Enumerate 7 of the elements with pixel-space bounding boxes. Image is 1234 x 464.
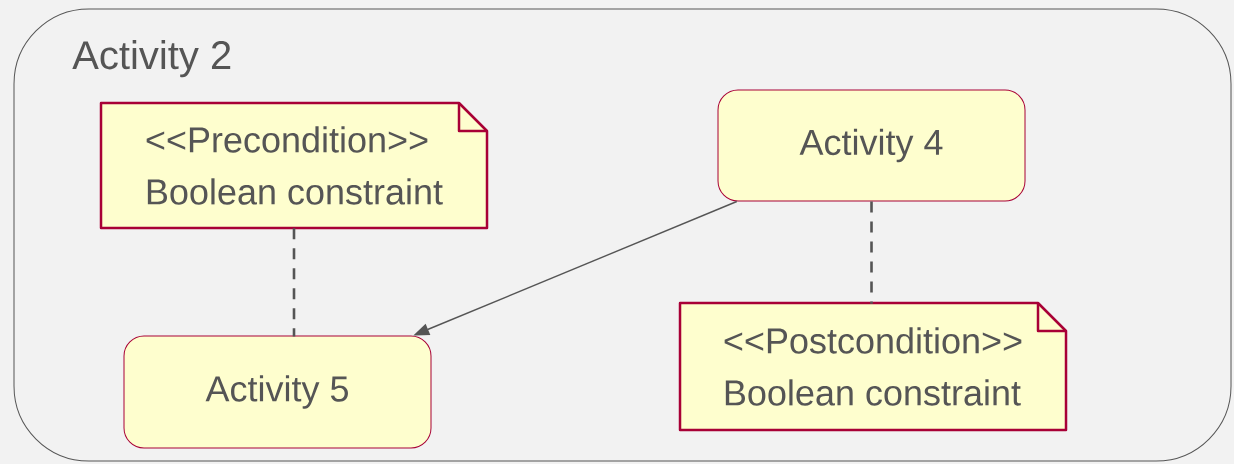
activity-frame: Activity 2 (72, 40, 231, 78)
note: <<Postcondition>> Boolean constraint (678, 301, 1068, 432)
connector-line (292, 228, 296, 337)
activity-box: Activity 4 (717, 89, 1026, 202)
connector-line (870, 201, 873, 304)
activity-box: Activity 5 (123, 335, 432, 449)
note: <<Precondition>> Boolean constraint (99, 101, 489, 230)
